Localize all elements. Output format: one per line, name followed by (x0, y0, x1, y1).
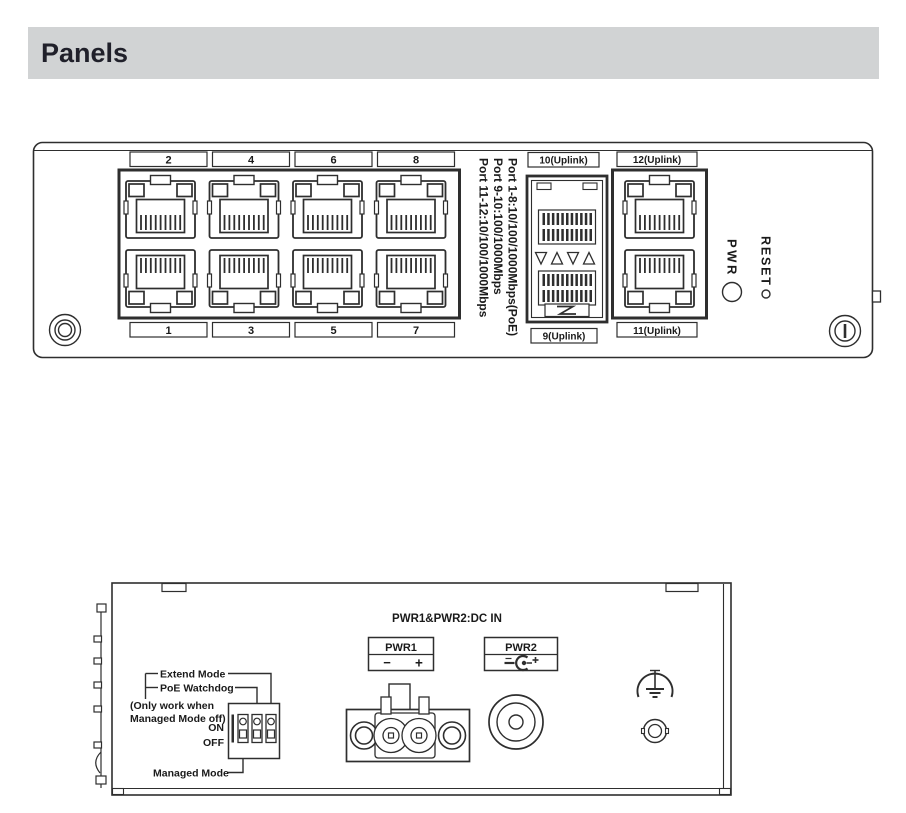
dip-switch (251, 713, 263, 744)
port-number-label: 3 (248, 325, 254, 337)
dip-switch (265, 713, 277, 744)
uplink-rj45-block (611, 168, 708, 320)
uplink-labels: 12(Uplink) 11(Uplink) (616, 151, 698, 338)
sfp-cage-block (525, 174, 609, 324)
port-number-label: 2 (165, 155, 171, 167)
port-speed-notes: Port 1-8:10/100/1000Mbps(PoE) Port 9-10:… (477, 158, 520, 336)
speed-note: Port 9-10:100/1000Mbps (491, 158, 505, 295)
rj45-port (290, 174, 365, 239)
top-tab (161, 582, 187, 593)
on-label: ON (208, 722, 224, 734)
side-tab (871, 290, 882, 303)
terminal-block (345, 683, 471, 763)
poe-watchdog-label: PoE Watchdog (160, 683, 234, 695)
rj45-port (373, 174, 449, 239)
port-number-label: 1 (165, 325, 171, 337)
front-panel-diagram: 2 4 6 8 1 3 5 7 Port 1-8:10/100/1000Mbps… (32, 141, 882, 359)
pwr2-label: PWR2 (505, 642, 537, 654)
pwr-indicator: PWR (721, 239, 743, 303)
section-header: Panels (28, 27, 879, 79)
page-title: Panels (41, 38, 129, 68)
port-number-label: 8 (413, 155, 419, 167)
plus-icon: + (415, 656, 423, 671)
rj45-port (123, 249, 198, 314)
dip-callouts: Extend Mode PoE Watchdog (Only work when… (130, 669, 272, 780)
port-number-label: 6 (330, 155, 336, 167)
rj45-port (622, 249, 697, 314)
screw-icon (48, 313, 82, 347)
sfp-triangle-markers-icon (534, 250, 596, 266)
rj45-port (123, 174, 198, 239)
speed-note: Port 1-8:10/100/1000Mbps(PoE) (506, 158, 520, 336)
pwr1-label-box: PWR1 − + (367, 636, 435, 672)
dc-jack (488, 694, 544, 750)
rj45-port (206, 249, 282, 314)
reset-control: RESET (759, 236, 773, 299)
sfp-labels: 10(Uplink) 9(Uplink) (527, 151, 600, 344)
din-rail-bracket (93, 603, 107, 788)
dip-switch-block (227, 702, 281, 760)
dc-in-heading: PWR1&PWR2:DC IN (392, 613, 502, 625)
sfp-connector (537, 270, 597, 306)
dc-polarity-icon (504, 654, 539, 672)
pwr2-label-box: PWR2 (483, 636, 559, 672)
rj45-port-block (117, 168, 461, 320)
port-number-label: 5 (330, 325, 336, 337)
reset-label: RESET (759, 236, 773, 287)
sfp-label-bottom: 9(Uplink) (543, 332, 586, 343)
off-label: OFF (203, 737, 225, 749)
uplink-label-bottom: 11(Uplink) (633, 326, 681, 337)
dip-note-line2: Managed Mode off) (130, 713, 226, 725)
foot (718, 787, 732, 796)
port-number-labels-top: 2 4 6 8 (129, 151, 456, 168)
dip-note-line1: (Only work when (130, 700, 214, 712)
managed-mode-label: Managed Mode (153, 768, 229, 780)
pwr-led-icon (721, 281, 743, 303)
rear-panel-diagram: PWR1&PWR2:DC IN PWR1 − + PWR2 (93, 582, 732, 796)
ground-screw-icon (640, 718, 670, 744)
foot (111, 787, 125, 796)
sfp-latch (544, 303, 590, 318)
dip-switch (237, 713, 249, 744)
rj45-port (290, 249, 365, 314)
sfp-connector (537, 209, 597, 245)
screw-icon (828, 314, 862, 348)
extend-mode-label: Extend Mode (160, 669, 225, 681)
port-number-label: 4 (248, 155, 255, 167)
uplink-label-top: 12(Uplink) (633, 155, 681, 166)
rj45-port (206, 174, 282, 239)
pwr1-label: PWR1 (385, 642, 417, 654)
rj45-port (373, 249, 449, 314)
speed-note: Port 11-12:10/100/1000Mbps (477, 158, 491, 318)
minus-icon: − (383, 655, 391, 670)
sfp-label-top: 10(Uplink) (539, 156, 587, 167)
port-number-labels-bottom: 1 3 5 7 (129, 321, 456, 338)
reset-hole-icon (761, 289, 771, 299)
rj45-port (622, 174, 697, 239)
port-number-label: 7 (413, 325, 419, 337)
pwr-label: PWR (725, 239, 740, 277)
ground-icon (636, 669, 674, 698)
top-tab (665, 582, 699, 593)
